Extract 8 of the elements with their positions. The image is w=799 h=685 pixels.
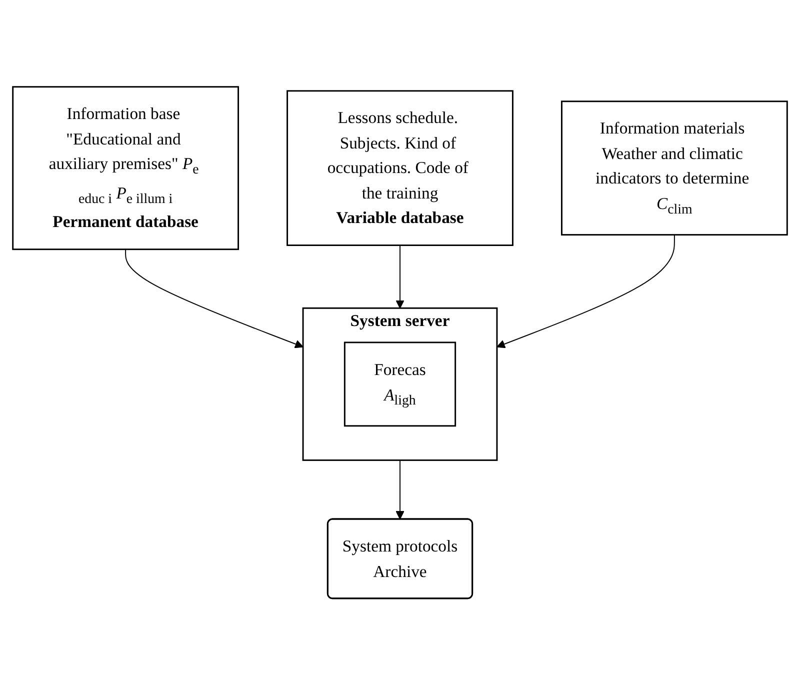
arrow bbox=[395, 244, 404, 308]
arrow bbox=[395, 460, 404, 520]
node-box: Information base "Educational and auxiliary premises" P$_{e}$ $_{educ i}$ P$_{e illum i}$ Permanent database bbox=[12, 86, 239, 250]
node-box: Forecas A$_{ligh}$ bbox=[343, 342, 456, 426]
arrow bbox=[496, 234, 674, 348]
arrow bbox=[124, 248, 303, 348]
node-box: Information materials Weather and climatic indicators to determine C$_{clim}$ bbox=[560, 100, 788, 236]
node-box: Lessons schedule. Subjects. Kind of occupations. Code of the training Variable database bbox=[286, 90, 513, 246]
